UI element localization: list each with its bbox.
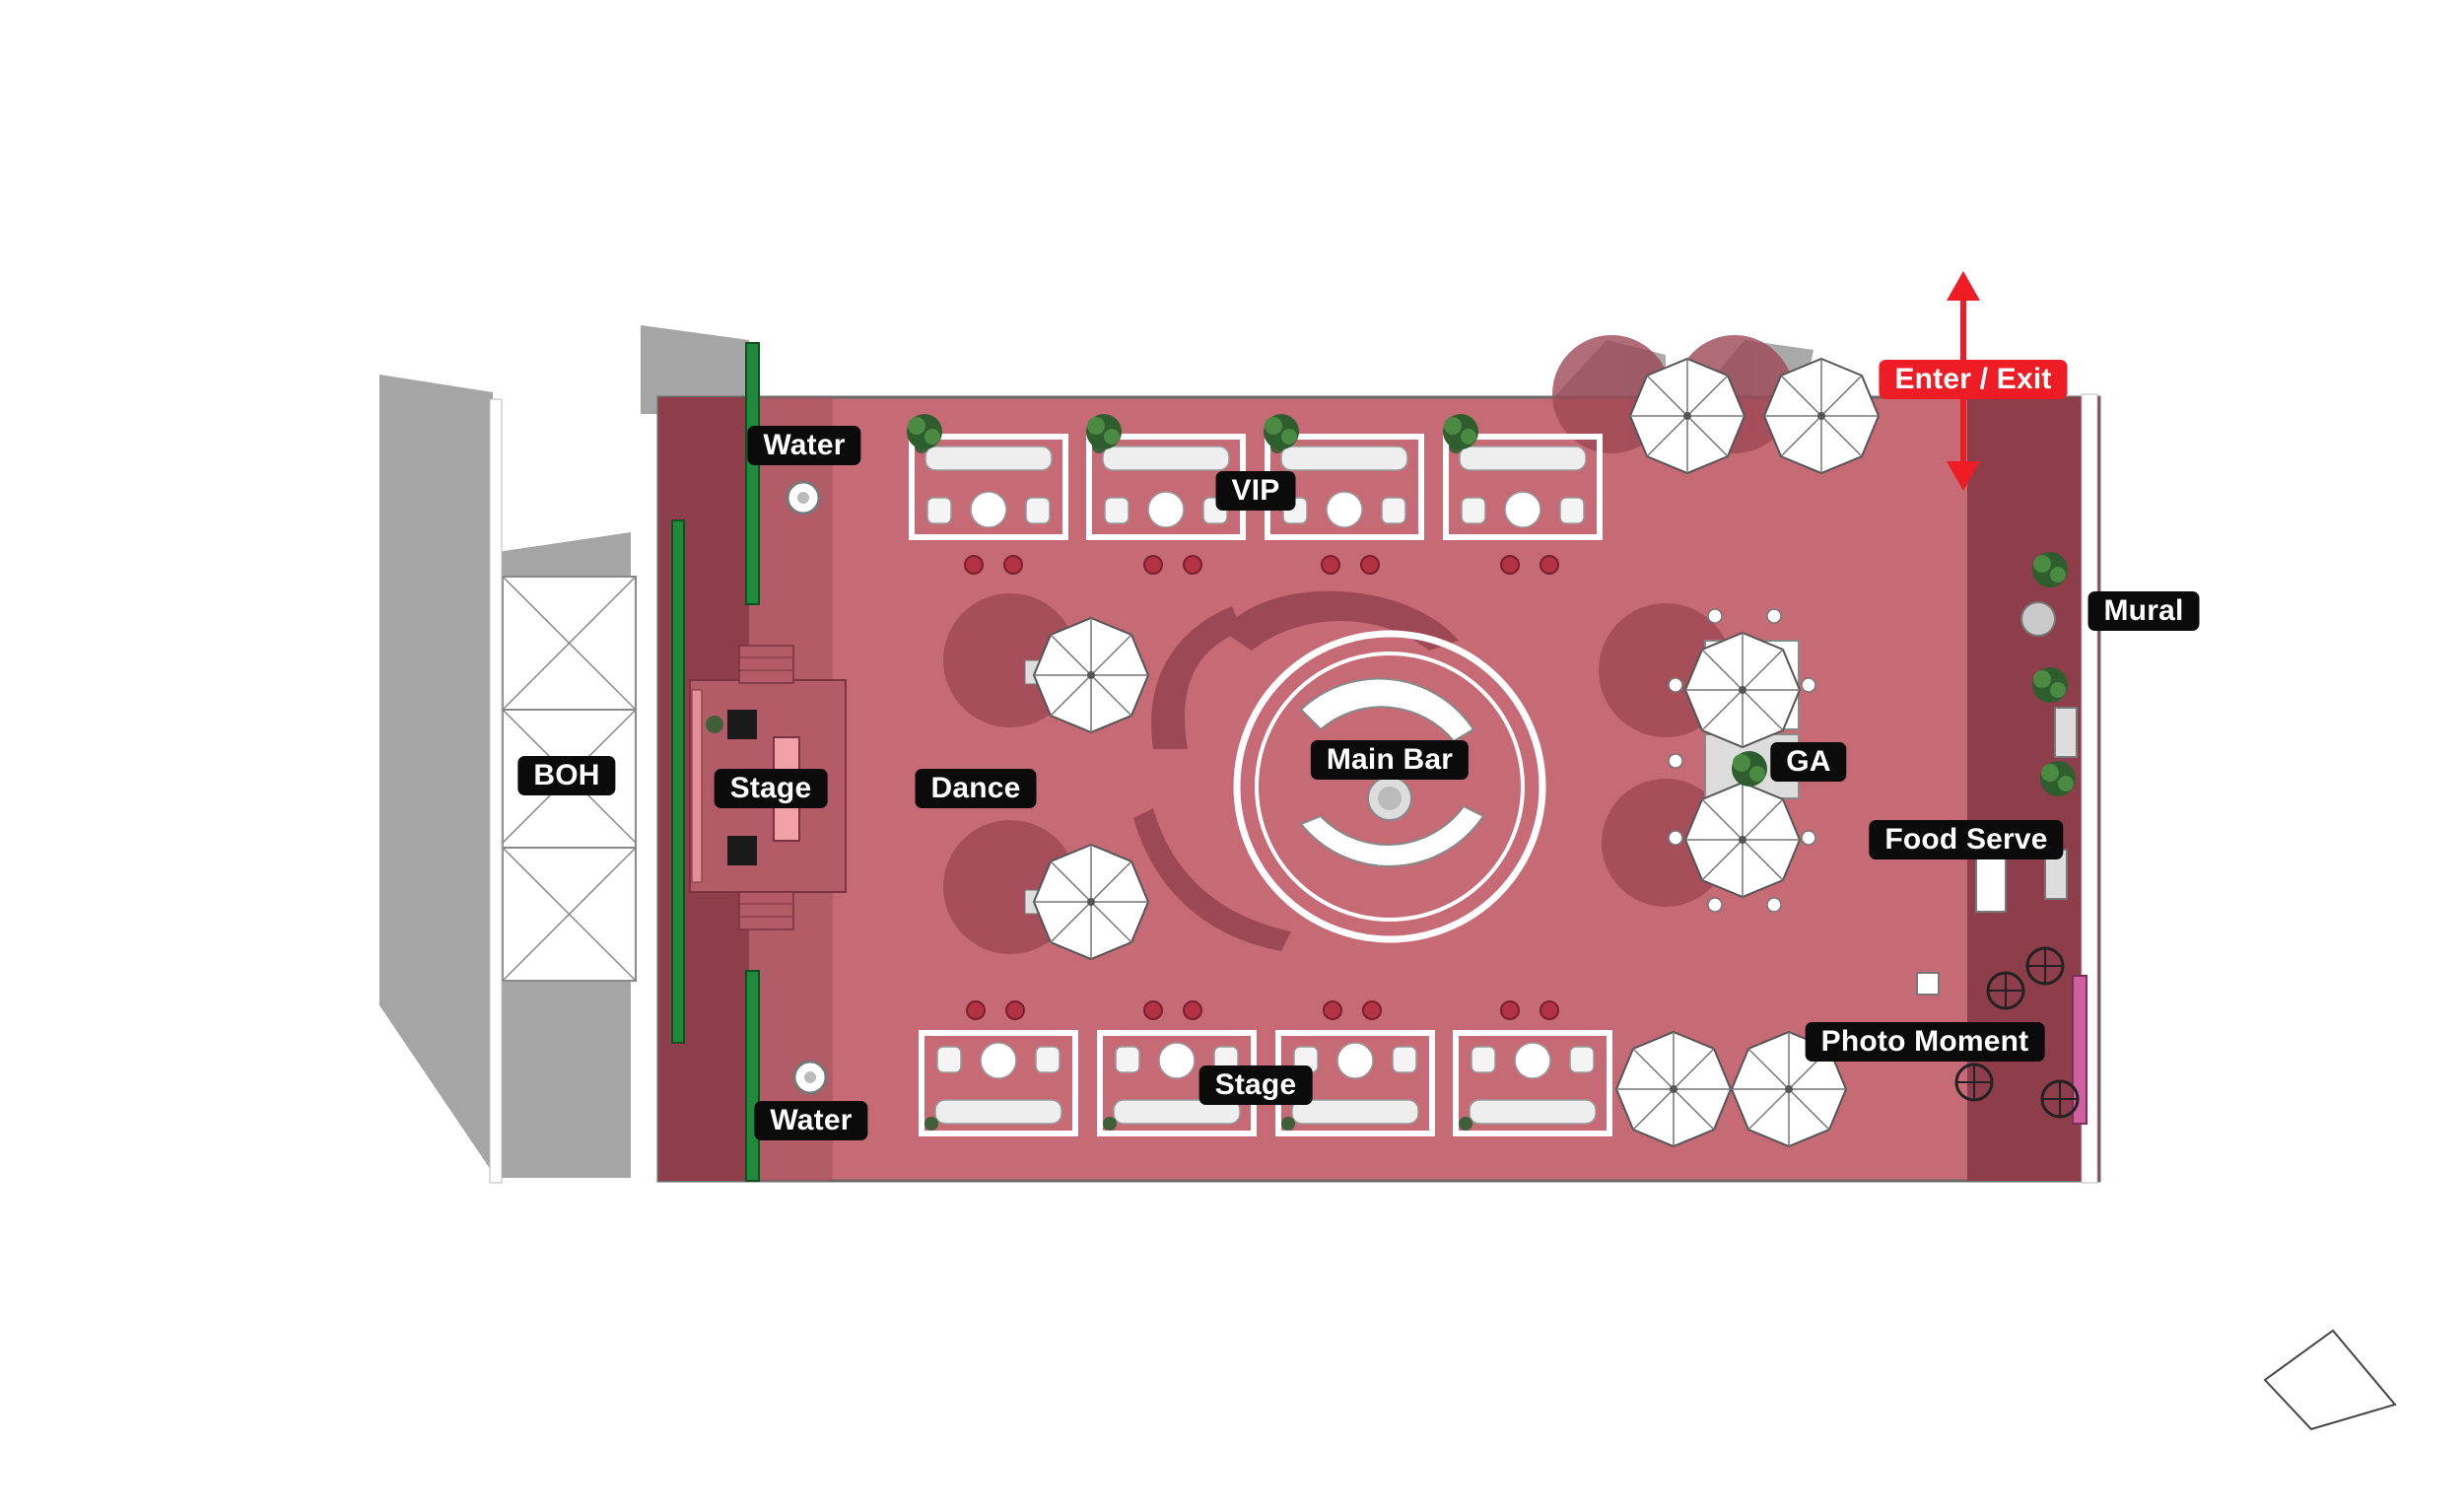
photo-wall: [2072, 975, 2088, 1125]
label-enter-exit[interactable]: Enter / Exit: [1879, 360, 2068, 399]
main-bar: [1233, 630, 1546, 943]
label-mural: Mural: [2088, 591, 2200, 631]
label-water-top: Water: [747, 426, 861, 465]
umbrella-dance-bottom: [1024, 844, 1149, 960]
hedge-left: [671, 519, 685, 1044]
label-photo-moment: Photo Moment: [1805, 1022, 2045, 1062]
label-boh: BOH: [517, 756, 616, 795]
hedge-bottom: [745, 970, 760, 1182]
building-shadow-left: [379, 375, 493, 1173]
label-stage-bottom: Stage: [1198, 1065, 1313, 1105]
label-food-serve: Food Serve: [1869, 820, 2064, 859]
label-water-bottom: Water: [754, 1101, 868, 1140]
label-stage-left: Stage: [714, 769, 828, 808]
label-dance: Dance: [915, 769, 1037, 808]
food-serve-counter: [1975, 857, 2007, 913]
building-shadow-top: [641, 325, 749, 414]
label-main-bar: Main Bar: [1310, 740, 1470, 780]
north-arrow-icon: [2263, 1329, 2397, 1431]
umbrella-dance-top: [1024, 617, 1149, 733]
label-vip: VIP: [1215, 471, 1296, 511]
label-ga: GA: [1770, 742, 1847, 782]
hedge-top: [745, 342, 760, 605]
